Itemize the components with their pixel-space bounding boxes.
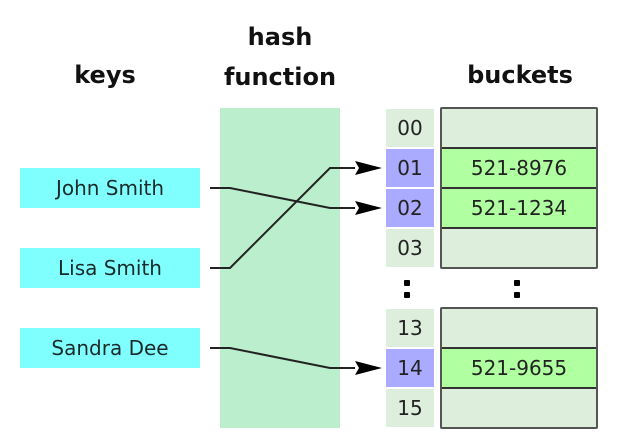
bucket-01: 521-8976 <box>442 149 596 189</box>
arrow-john-smith-to-02 <box>210 187 355 209</box>
arrowhead-02 <box>355 201 382 215</box>
index-02: 02 <box>386 189 434 227</box>
bucket-14: 521-9655 <box>442 349 596 389</box>
arrowhead-14 <box>355 361 382 375</box>
bucket-02: 521-1234 <box>442 189 596 229</box>
index-ellipsis <box>404 278 410 298</box>
bucket-table-top: 521-8976 521-1234 <box>440 107 598 269</box>
arrowhead-01 <box>355 161 382 175</box>
arrow-sandra-dee-to-14 <box>210 347 355 369</box>
index-03: 03 <box>386 229 434 267</box>
index-00: 00 <box>386 109 434 147</box>
buckets-heading: buckets <box>467 61 573 89</box>
bucket-table-bottom: 521-9655 <box>440 307 598 429</box>
hash-function-heading: hash function <box>210 22 350 92</box>
hash-function-box <box>220 108 340 428</box>
bucket-13 <box>442 309 596 349</box>
key-john-smith: John Smith <box>20 168 200 208</box>
bucket-00 <box>442 109 596 149</box>
keys-heading: keys <box>74 61 136 89</box>
index-01: 01 <box>386 149 434 187</box>
bucket-ellipsis <box>514 278 520 298</box>
hash-function-heading-line2: function <box>223 63 337 91</box>
index-13: 13 <box>386 309 434 347</box>
arrow-lisa-smith-to-01 <box>210 167 355 269</box>
index-14: 14 <box>386 349 434 387</box>
index-15: 15 <box>386 389 434 427</box>
key-lisa-smith: Lisa Smith <box>20 248 200 288</box>
hash-function-heading-line1: hash <box>247 23 313 51</box>
key-sandra-dee: Sandra Dee <box>20 328 200 368</box>
